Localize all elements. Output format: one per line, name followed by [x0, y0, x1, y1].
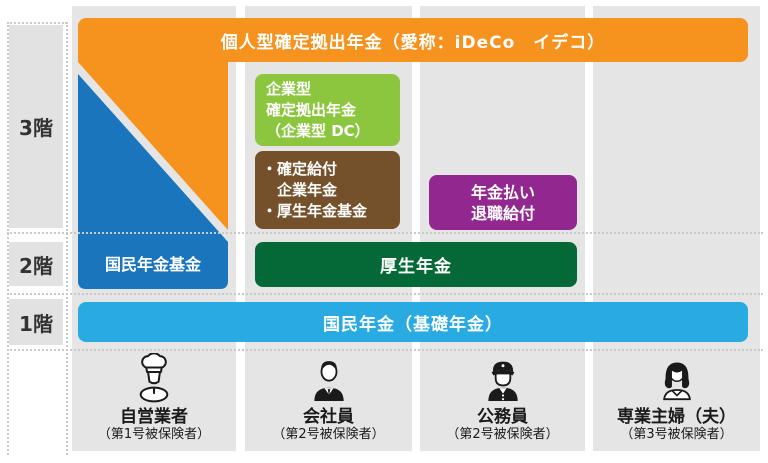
floor-label-2: 2階: [9, 242, 63, 286]
dashed-line-rail-right: [66, 22, 68, 455]
ideco-bar: 個人型確定拠出年金（愛称：iDeCo イデコ）: [78, 18, 748, 62]
housewife-icon: [655, 353, 699, 403]
person-name: 公務員: [477, 407, 528, 427]
person-self-employed: 自営業者 （第1号被保険者）: [72, 353, 236, 451]
kiso-nenkin-text: 国民年金（基礎年金）: [323, 314, 503, 335]
person-name: 会社員: [303, 407, 354, 427]
dashed-line-rail-left: [7, 22, 9, 455]
defined-benefit-line3: ・厚生年金基金: [262, 201, 368, 220]
police-officer-icon: [481, 353, 525, 403]
person-housewife: 専業主婦（夫） （第3号被保険者）: [593, 353, 760, 451]
person-subtitle: （第2号被保険者）: [272, 427, 385, 442]
kosei-nenkin-bar: 厚生年金: [255, 242, 577, 287]
kokumin-nenkin-kikin-box: 国民年金基金: [78, 238, 228, 288]
floor-2-text: 2階: [19, 253, 53, 278]
dashed-line-floor1-persons: [7, 349, 763, 351]
defined-benefit-line1: ・確定給付: [262, 159, 338, 178]
retirement-benefit-line1: 年金払い: [470, 182, 535, 202]
person-subtitle: （第1号被保険者）: [97, 427, 211, 442]
ideco-bar-text: 個人型確定拠出年金（愛称：iDeCo イデコ）: [220, 32, 606, 53]
chef-icon: [132, 353, 176, 403]
retirement-benefit-line2: 退職給付: [470, 203, 535, 223]
kokumin-nenkin-kikin-text: 国民年金基金: [104, 255, 201, 274]
businessman-icon: [307, 353, 351, 403]
kokumin-nenkin-kikin-shape: [78, 74, 228, 289]
corporate-dc-line2: 確定拠出年金: [266, 100, 357, 119]
diagonal-split-shape: [78, 62, 228, 289]
kosei-nenkin-text: 厚生年金: [380, 257, 452, 277]
person-civil-servant: 公務員 （第2号被保険者）: [420, 353, 585, 451]
dashed-line-floor3-floor2: [7, 232, 763, 234]
dashed-line-floor2-floor1: [7, 293, 763, 295]
kiso-nenkin-bar: 国民年金（基礎年金）: [78, 302, 748, 342]
person-name: 自営業者: [120, 407, 188, 427]
orange-triangle: [78, 62, 228, 230]
person-subtitle: （第2号被保険者）: [446, 427, 559, 442]
floor-label-1: 1階: [9, 299, 63, 345]
person-name: 専業主婦（夫）: [617, 407, 736, 427]
retirement-benefit-box: 年金払い 退職給付: [429, 175, 577, 230]
corporate-dc-line3: （企業型 DC）: [266, 121, 370, 140]
dashed-line-rail-top: [7, 22, 67, 24]
defined-benefit-box: ・確定給付 企業年金 ・厚生年金基金: [255, 151, 400, 229]
floor-label-3: 3階: [9, 25, 63, 228]
floor-1-text: 1階: [19, 311, 53, 336]
corporate-dc-line1: 企業型: [266, 79, 312, 98]
person-subtitle: （第3号被保険者）: [620, 427, 733, 442]
floor-3-text: 3階: [19, 116, 53, 140]
person-company-employee: 会社員 （第2号被保険者）: [245, 353, 412, 451]
defined-benefit-line2: 企業年金: [262, 180, 338, 199]
corporate-dc-box: 企業型 確定拠出年金 （企業型 DC）: [255, 74, 400, 146]
